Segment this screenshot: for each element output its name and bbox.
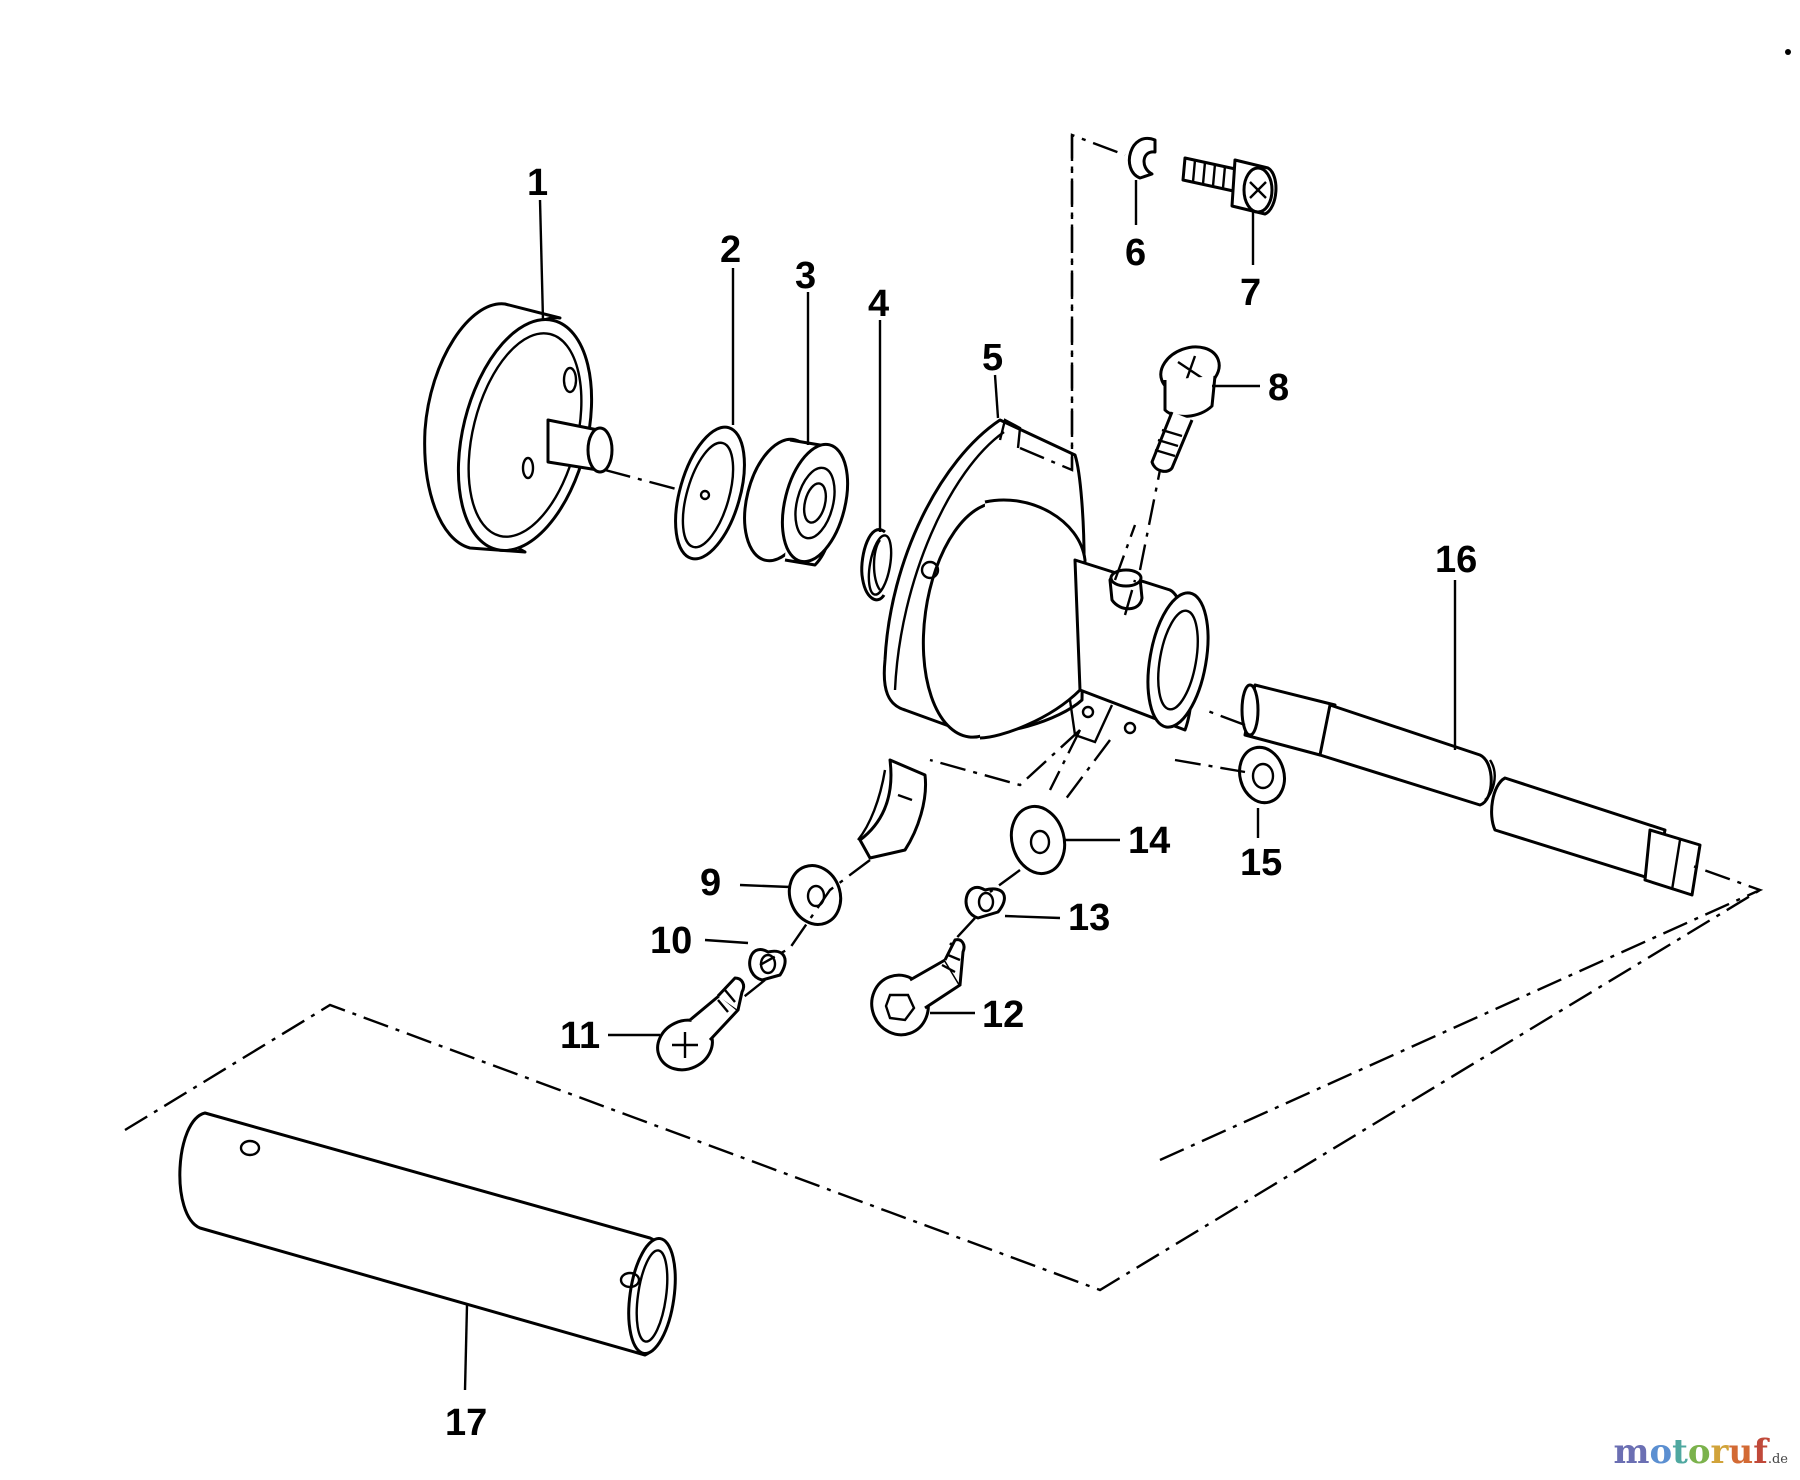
callout-14: 14 [1128, 820, 1170, 862]
wm-letter-6: u [1728, 1432, 1754, 1472]
wm-letter-7: f [1753, 1432, 1768, 1472]
callout-17: 17 [445, 1402, 487, 1444]
callout-12: 12 [982, 994, 1024, 1036]
callouts: 1 2 3 4 5 6 7 8 9 10 11 12 13 14 15 16 1… [445, 162, 1477, 1444]
wm-letter-3: t [1672, 1432, 1688, 1472]
part-8-bolt [1150, 345, 1221, 473]
wm-letter-4: o [1687, 1432, 1711, 1472]
callout-16: 16 [1435, 539, 1477, 581]
callout-4: 4 [868, 283, 889, 325]
part-7-bolt [1181, 156, 1278, 216]
assembly-lines [124, 133, 1764, 1292]
wm-suffix: .de [1767, 1452, 1788, 1467]
callout-6: 6 [1125, 232, 1146, 274]
callout-1: 1 [527, 162, 548, 204]
callout-15: 15 [1240, 842, 1282, 884]
leader-lines [463, 180, 1457, 1391]
callout-3: 3 [795, 255, 816, 297]
part-5-gear-housing [882, 418, 1210, 744]
callout-13: 13 [1068, 897, 1110, 939]
callout-5: 5 [982, 337, 1003, 379]
wm-letter-2: o [1649, 1432, 1673, 1472]
callout-11: 11 [560, 1015, 600, 1057]
part-12-socket-bolt [870, 938, 966, 1037]
callout-2: 2 [720, 229, 741, 271]
part-13-spring-washer [964, 886, 1006, 920]
part-14-washer [1009, 804, 1067, 876]
part-17-tube [178, 1111, 677, 1357]
part-16-drive-shaft [1240, 683, 1702, 897]
callout-10: 10 [650, 920, 692, 962]
part-1-clutch-drum [423, 302, 614, 554]
bracket-piece [857, 758, 928, 860]
part-2-retaining-clip [674, 425, 746, 561]
callout-9: 9 [700, 862, 721, 904]
wm-letter-1: m [1613, 1432, 1650, 1472]
watermark-logo: motoruf.de [1613, 1432, 1788, 1472]
part-3-bearing [743, 437, 850, 567]
part-11-screw [656, 976, 746, 1072]
callout-8: 8 [1268, 367, 1289, 409]
callout-7: 7 [1240, 272, 1261, 314]
part-15-bushing [1238, 745, 1286, 805]
wm-letter-5: r [1710, 1432, 1729, 1472]
part-10-spring-washer [748, 948, 787, 982]
part-9-washer [787, 864, 843, 926]
corner-dot [1785, 49, 1791, 55]
part-4-snap-ring [860, 528, 893, 602]
part-6-e-clip [1127, 136, 1157, 180]
